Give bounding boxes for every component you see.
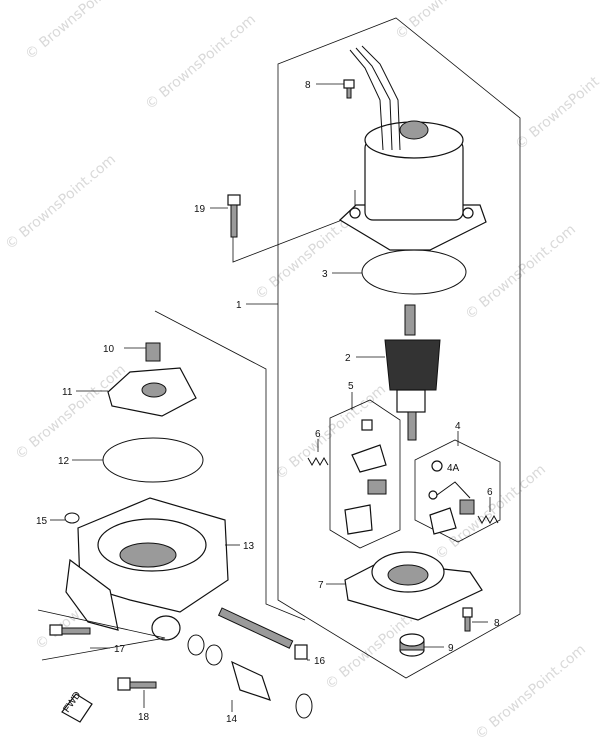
- callout-10: 10: [103, 344, 115, 355]
- callout-12: 12: [58, 456, 70, 467]
- watermark-text: © BrownsPoint.com: [392, 0, 509, 43]
- screw-part-8-bottom: [462, 607, 473, 632]
- bolt-part-16: [217, 607, 308, 660]
- pump-group-bracket: [154, 310, 306, 621]
- callout-2: 2: [345, 353, 351, 364]
- callout-18: 18: [138, 712, 150, 723]
- brush-holder-part-4: [428, 460, 475, 535]
- clip-part-10: [145, 342, 161, 362]
- callout-5: 5: [348, 381, 354, 392]
- watermark-text: © BrownsPoint.com: [2, 152, 119, 253]
- cover-plate-part-11: [107, 367, 197, 417]
- callout-15: 15: [36, 516, 48, 527]
- callout-4: 4: [455, 421, 461, 432]
- watermark-text: © BrownsPoint.com: [512, 52, 600, 153]
- screw-part-8-top: [343, 79, 355, 99]
- callout-13: 13: [243, 541, 255, 552]
- o-ring-part-15: [64, 512, 80, 524]
- callout-19: 19: [194, 204, 206, 215]
- valve-part-14: [187, 634, 313, 719]
- callout-labels: 1 2 3 4 4A 5 6 6 7 8 8 9 10 11 12 13 14 …: [36, 80, 500, 725]
- watermark-text: © BrownsPoint.com: [472, 642, 589, 743]
- callout-6-right: 6: [487, 487, 493, 498]
- brush-holder-frame-part-4: [414, 439, 501, 543]
- bolt-part-18: [117, 677, 157, 691]
- callout-9: 9: [448, 643, 454, 654]
- forward-direction-arrow: FWD: [61, 690, 93, 723]
- callout-4a: 4A: [447, 463, 460, 474]
- motor-assembly-frame: [277, 17, 521, 679]
- brush-holder-frame-part-5: [329, 399, 401, 549]
- bolt-part-19: [227, 194, 241, 238]
- callout-7: 7: [318, 580, 324, 591]
- watermark-text: © BrownsPoint.com: [22, 0, 139, 63]
- watermark-text: © BrownsPoint.com: [462, 222, 579, 323]
- callout-8-top: 8: [305, 80, 311, 91]
- callout-17: 17: [114, 644, 126, 655]
- callout-leaders: [37, 83, 491, 712]
- spring-part-6-left: [307, 456, 329, 467]
- watermark-text: © BrownsPoint.com: [142, 12, 259, 113]
- brush-holder-part-5: [344, 419, 387, 535]
- pump-housing-part-13: [65, 497, 229, 641]
- callout-6-left: 6: [315, 429, 321, 440]
- callout-3: 3: [322, 269, 328, 280]
- callout-16: 16: [314, 656, 326, 667]
- o-ring-part-12: [102, 437, 204, 483]
- bushing-part-9: [399, 633, 425, 657]
- spring-part-6-right: [477, 514, 499, 525]
- end-housing-part-7: [344, 551, 483, 621]
- callout-14: 14: [226, 714, 238, 725]
- callout-8-bottom: 8: [494, 618, 500, 629]
- o-ring-part-3: [361, 249, 467, 295]
- bolt-part-17: [49, 624, 91, 636]
- callout-1: 1: [236, 300, 242, 311]
- armature-part-2: [384, 304, 441, 441]
- callout-11: 11: [62, 387, 73, 398]
- electric-motor: [339, 45, 487, 251]
- bolt-19-guide: [232, 190, 356, 263]
